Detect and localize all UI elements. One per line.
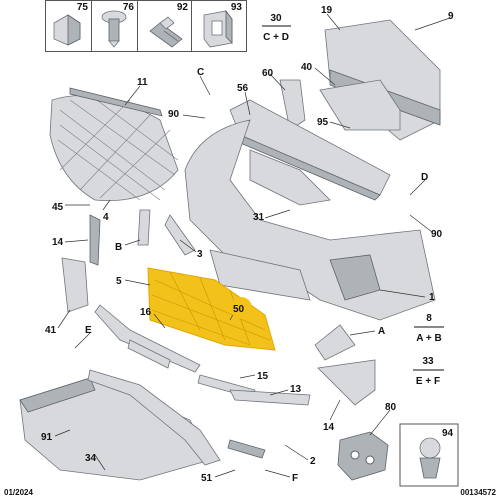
impact-beam bbox=[229, 99, 391, 206]
leader-lines bbox=[54, 13, 451, 478]
callout-94: 94 bbox=[442, 428, 454, 439]
callout-14a: 14 bbox=[52, 237, 64, 248]
clip-icon bbox=[53, 14, 81, 46]
group-number: 30 bbox=[270, 13, 282, 24]
fastener-number: 76 bbox=[122, 2, 134, 13]
lower-grille-highlighted bbox=[147, 267, 276, 351]
callout-80: 80 bbox=[385, 402, 397, 413]
fog-lamp-surround bbox=[314, 324, 376, 406]
callout-D: D bbox=[421, 172, 428, 183]
callout-C: C bbox=[197, 67, 204, 78]
callout-2: 2 bbox=[310, 456, 316, 467]
group-expression: C + D bbox=[263, 32, 289, 43]
group-box-8: 8 A + B bbox=[414, 313, 444, 344]
callout-95: 95 bbox=[317, 117, 329, 128]
callout-9: 9 bbox=[448, 11, 454, 22]
push-rivet-icon bbox=[101, 10, 127, 48]
group-box-33: 33 E + F bbox=[413, 356, 444, 387]
group-number: 33 bbox=[422, 356, 434, 367]
hardware-kit bbox=[337, 431, 389, 481]
callout-19: 19 bbox=[321, 5, 333, 16]
callout-E: E bbox=[85, 325, 92, 336]
group-expression: E + F bbox=[416, 376, 440, 387]
callout-14b: 14 bbox=[323, 422, 335, 433]
screw-icon bbox=[149, 16, 183, 48]
callout-1: 1 bbox=[429, 292, 435, 303]
callout-90a: 90 bbox=[168, 109, 180, 120]
callout-15: 15 bbox=[257, 371, 269, 382]
square-nut-icon bbox=[203, 9, 233, 48]
highlight-marker bbox=[230, 297, 252, 319]
side-brackets bbox=[61, 209, 196, 313]
upper-grille bbox=[49, 87, 179, 201]
fastener-number: 75 bbox=[76, 2, 88, 13]
callout-56: 56 bbox=[237, 83, 249, 94]
callout-5: 5 bbox=[116, 276, 122, 287]
callout-91: 91 bbox=[41, 432, 53, 443]
lower-trim-strips bbox=[94, 304, 311, 406]
callout-90b: 90 bbox=[431, 229, 443, 240]
group-number: 8 bbox=[426, 313, 432, 324]
callout-41: 41 bbox=[45, 325, 57, 336]
callout-60: 60 bbox=[262, 68, 274, 79]
callout-3: 3 bbox=[197, 249, 203, 260]
group-box-30: 30 C + D bbox=[262, 13, 291, 43]
callout-11: 11 bbox=[137, 77, 148, 88]
fastener-box-92: 92 bbox=[137, 0, 193, 52]
callout-16: 16 bbox=[140, 307, 152, 318]
callout-50: 50 bbox=[233, 304, 245, 315]
fastener-number: 92 bbox=[176, 2, 188, 13]
fastener-box-93: 93 bbox=[191, 0, 247, 52]
callout-34: 34 bbox=[85, 453, 97, 464]
callout-40: 40 bbox=[301, 62, 313, 73]
callout-F: F bbox=[292, 473, 298, 484]
hardware-box-94 bbox=[399, 423, 459, 487]
diagram-code: 00134572 bbox=[460, 488, 496, 497]
callout-13: 13 bbox=[290, 384, 302, 395]
upper-crossmember bbox=[279, 19, 441, 141]
callout-labels: 19 9 11 C 60 40 56 90 95 D 45 4 31 90 14… bbox=[41, 5, 454, 484]
callout-31: 31 bbox=[253, 212, 265, 223]
lower-spoiler bbox=[87, 369, 266, 466]
fastener-number: 93 bbox=[230, 2, 242, 13]
callout-A: A bbox=[378, 326, 385, 337]
callout-51: 51 bbox=[201, 473, 213, 484]
revision-date: 01/2024 bbox=[4, 488, 33, 497]
callout-4: 4 bbox=[103, 212, 109, 223]
fastener-box-75: 75 bbox=[45, 0, 93, 52]
callout-45: 45 bbox=[52, 202, 64, 213]
callout-B: B bbox=[115, 242, 122, 253]
group-expression: A + B bbox=[416, 333, 441, 344]
